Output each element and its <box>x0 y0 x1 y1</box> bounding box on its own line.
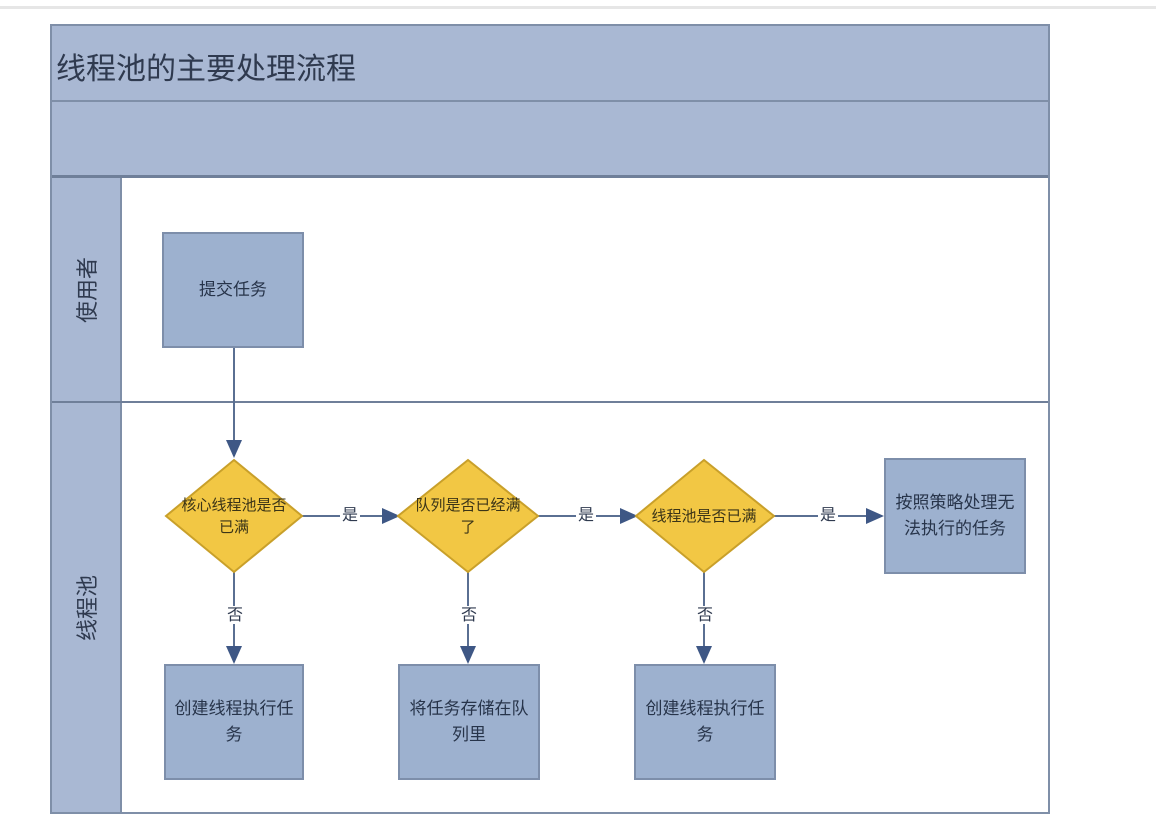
node-create-thread-max-label: 创建线程执行任务 <box>645 699 765 745</box>
edge-label-no-2: 否 <box>459 605 480 624</box>
decision-queue-full-label: 队列是否已经满了 <box>415 496 521 536</box>
decision-core-pool-full <box>164 458 304 574</box>
node-create-thread-max: 创建线程执行任务 <box>634 664 776 780</box>
lane-header-pool: 线程池 <box>52 403 122 812</box>
top-divider <box>0 6 1156 9</box>
phase-bar <box>52 102 1048 178</box>
decision-pool-full <box>634 458 776 574</box>
lane-header-user: 使用者 <box>52 178 122 401</box>
node-reject-policy-label: 按照策略处理无法执行的任务 <box>895 493 1015 539</box>
edge-label-yes-2: 是 <box>576 505 597 524</box>
node-reject-policy: 按照策略处理无法执行的任务 <box>884 458 1026 574</box>
diagram-title: 线程池的主要处理流程 <box>56 52 356 87</box>
swimlane-diagram: 线程池的主要处理流程 使用者 线程池 提交任务 核心 <box>50 24 1050 814</box>
connector-layer <box>164 348 884 664</box>
edge-label-yes-3: 是 <box>818 505 839 524</box>
title-bar: 线程池的主要处理流程 <box>52 26 1048 102</box>
node-submit-task: 提交任务 <box>162 232 304 348</box>
decision-pool-full-label: 线程池是否已满 <box>651 507 757 525</box>
node-enqueue-task: 将任务存储在队列里 <box>398 664 540 780</box>
node-submit-task-label: 提交任务 <box>199 280 267 300</box>
edge-label-yes-1: 是 <box>340 505 361 524</box>
edge-label-no-3: 否 <box>695 605 716 624</box>
node-enqueue-task-label: 将任务存储在队列里 <box>409 699 529 745</box>
lane-separator <box>52 401 1048 403</box>
decision-core-pool-full-label: 核心线程池是否已满 <box>181 496 287 536</box>
edge-label-no-1: 否 <box>225 605 246 624</box>
decision-queue-full <box>396 458 540 574</box>
node-create-thread-core-label: 创建线程执行任务 <box>174 699 294 745</box>
node-create-thread-core: 创建线程执行任务 <box>164 664 304 780</box>
